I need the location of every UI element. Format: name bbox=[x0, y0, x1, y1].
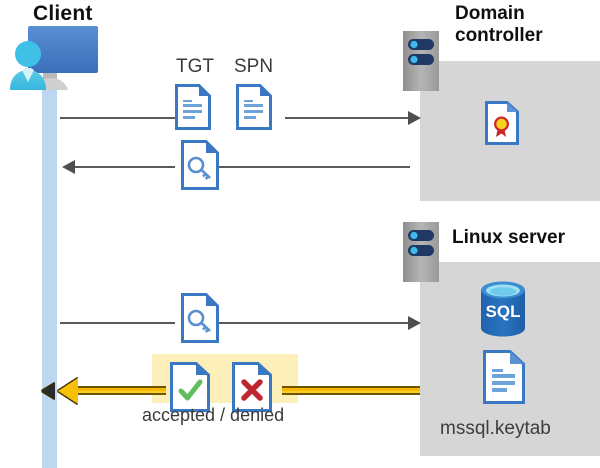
denied-document-icon bbox=[232, 362, 272, 417]
flow-4-line-right bbox=[282, 386, 420, 395]
domain-controller-title: Domain controller bbox=[455, 3, 543, 47]
flow-2-line-left bbox=[74, 166, 175, 168]
flow-3-line-left bbox=[60, 322, 175, 324]
spn-label: SPN bbox=[234, 56, 274, 77]
flow-2-arrowhead bbox=[62, 160, 75, 174]
client-icon bbox=[6, 24, 100, 101]
server-rack-icon-linux bbox=[403, 222, 439, 287]
flow-3-arrowhead bbox=[408, 316, 421, 330]
flow-1-arrowhead bbox=[408, 111, 421, 125]
flow-1-line-left bbox=[60, 117, 175, 119]
flow-4-line-left bbox=[72, 386, 166, 395]
svg-text:SQL: SQL bbox=[486, 302, 521, 321]
tgt-label: TGT bbox=[176, 56, 214, 77]
flow-4-arrowhead bbox=[42, 378, 78, 404]
keytab-document-icon bbox=[483, 350, 525, 409]
server-rack-icon-dc bbox=[403, 31, 439, 96]
accepted-document-icon bbox=[170, 362, 210, 417]
certificate-document-icon bbox=[485, 101, 519, 150]
client-lifeline bbox=[42, 86, 57, 468]
client-title: Client bbox=[33, 2, 93, 25]
flow-3-line-right bbox=[219, 322, 410, 324]
spn-document-icon bbox=[236, 84, 272, 135]
result-caption: accepted / denied bbox=[142, 405, 285, 425]
flow-2-line-right bbox=[219, 166, 410, 168]
flow-1-line-right bbox=[285, 117, 410, 119]
sql-database-icon: SQL bbox=[478, 280, 528, 343]
tgt-document-icon bbox=[175, 84, 211, 135]
keytab-filename-label: mssql.keytab bbox=[440, 418, 551, 439]
ticket-document-icon-2 bbox=[181, 293, 219, 348]
linux-server-title: Linux server bbox=[452, 227, 565, 248]
ticket-document-icon-1 bbox=[181, 140, 219, 195]
